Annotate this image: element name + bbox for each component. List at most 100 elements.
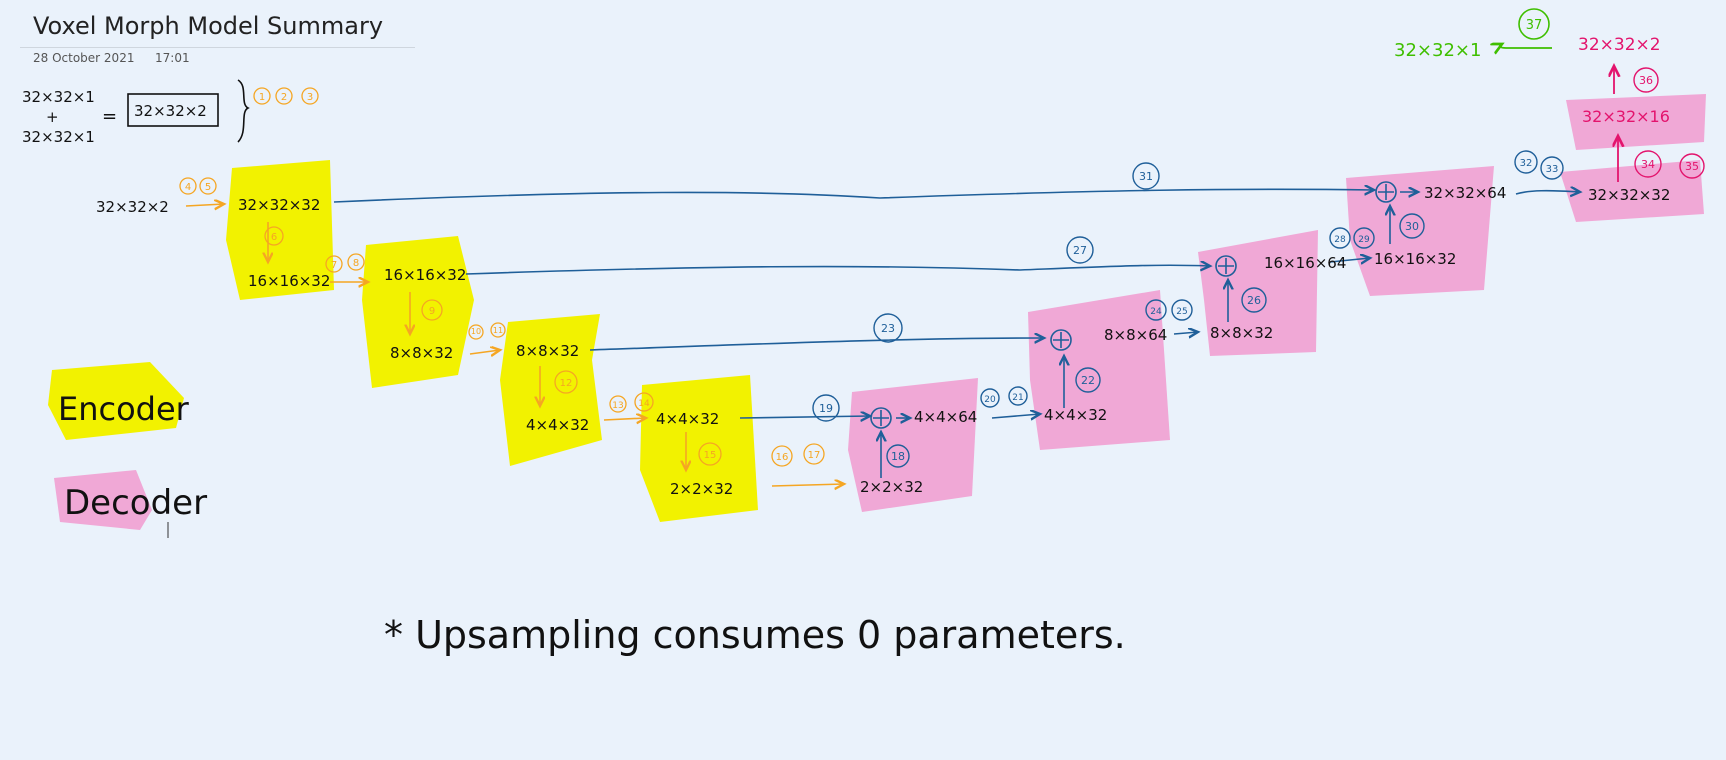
enc-4-bottom: 2×2×32 bbox=[670, 480, 733, 498]
dec-1-in: 2×2×32 bbox=[860, 478, 923, 496]
svg-text:30: 30 bbox=[1405, 220, 1419, 233]
decoder-step-circles bbox=[812, 150, 1564, 468]
encoder-block-3 bbox=[500, 314, 602, 466]
svg-text:21: 21 bbox=[1012, 393, 1023, 403]
svg-text:6: 6 bbox=[271, 232, 277, 243]
enc-1-bottom: 16×16×32 bbox=[248, 272, 330, 290]
encoder-step-circles bbox=[179, 87, 825, 467]
svg-text:18: 18 bbox=[891, 450, 905, 463]
eq-result: 32×32×2 bbox=[134, 102, 207, 120]
flow-label: 32×32×1 bbox=[1394, 40, 1481, 61]
svg-text:8: 8 bbox=[353, 258, 359, 269]
eq-b: 32×32×1 bbox=[22, 128, 95, 146]
dec-1-concat: 4×4×64 bbox=[914, 408, 977, 426]
svg-text:4: 4 bbox=[185, 182, 191, 193]
encoder-arrows bbox=[185, 204, 844, 486]
decoder-head-bottom bbox=[1560, 160, 1704, 222]
page-date: 28 October 2021 bbox=[33, 51, 135, 65]
svg-text:1: 1 bbox=[259, 92, 265, 103]
svg-text:13: 13 bbox=[612, 401, 623, 411]
svg-text:17: 17 bbox=[808, 450, 821, 461]
svg-text:25: 25 bbox=[1176, 307, 1187, 317]
svg-text:12: 12 bbox=[560, 378, 573, 389]
svg-text:14: 14 bbox=[638, 399, 650, 409]
flow-labels: 37 32×32×1 bbox=[1394, 18, 1542, 61]
decoder-block-3 bbox=[1198, 230, 1318, 356]
equation-brace bbox=[237, 79, 250, 143]
skip-line-31 bbox=[333, 189, 1374, 203]
decoder-block-4 bbox=[1346, 166, 1494, 296]
legend: Encoder Decoder bbox=[58, 390, 207, 523]
svg-text:19: 19 bbox=[819, 402, 833, 415]
decoder-highlights bbox=[54, 94, 1706, 530]
svg-text:7: 7 bbox=[331, 260, 337, 271]
svg-text:9: 9 bbox=[429, 306, 435, 317]
enc-2-bottom: 8×8×32 bbox=[390, 344, 453, 362]
dec-2-out: 8×8×32 bbox=[1210, 324, 1273, 342]
encoder-step-numbers: 1 2 3 4 5 6 7 8 9 10 11 12 13 14 15 16 1… bbox=[185, 92, 821, 463]
head-step-circles bbox=[1633, 67, 1705, 179]
skip-line-27 bbox=[465, 265, 1210, 275]
decoder-arrows bbox=[881, 191, 1580, 478]
svg-text:11: 11 bbox=[493, 326, 503, 335]
legend-encoder-label: Encoder bbox=[58, 390, 190, 428]
dec-2-concat: 8×8×64 bbox=[1104, 326, 1167, 344]
skip-line-23 bbox=[589, 338, 1044, 351]
svg-text:34: 34 bbox=[1641, 158, 1655, 171]
head-labels: 32×32×16 32×32×2 36 34 35 bbox=[1578, 35, 1699, 173]
title-divider bbox=[20, 47, 415, 48]
upsampling-note: * Upsampling consumes 0 parameters. bbox=[384, 613, 1126, 657]
encoder-labels: 32×32×2 32×32×32 16×16×32 16×16×32 8×8×3… bbox=[96, 196, 733, 498]
svg-text:36: 36 bbox=[1639, 74, 1653, 87]
legend-decoder-label: Decoder bbox=[64, 483, 207, 523]
skip-connections bbox=[333, 189, 1374, 418]
page-time: 17:01 bbox=[155, 51, 190, 65]
svg-text:22: 22 bbox=[1081, 374, 1095, 387]
dec-4-concat: 32×32×64 bbox=[1424, 184, 1506, 202]
flow-step-circle bbox=[1518, 8, 1550, 40]
svg-text:20: 20 bbox=[984, 395, 996, 405]
page-title[interactable]: Voxel Morph Model Summary bbox=[33, 12, 384, 40]
enc-3-bottom: 4×4×32 bbox=[526, 416, 589, 434]
svg-text:32: 32 bbox=[1520, 158, 1533, 169]
svg-text:16: 16 bbox=[776, 452, 789, 463]
skip-line-19 bbox=[739, 416, 870, 418]
enc-2-top: 16×16×32 bbox=[384, 266, 466, 284]
dec-1-out: 4×4×32 bbox=[1044, 406, 1107, 424]
eq-a: 32×32×1 bbox=[22, 88, 95, 106]
legend-encoder-swatch bbox=[48, 362, 184, 440]
enc-1-top: 32×32×32 bbox=[238, 196, 320, 214]
encoder-highlights bbox=[48, 160, 758, 522]
equation-result-box bbox=[127, 93, 219, 127]
decoder-block-2 bbox=[1028, 290, 1170, 450]
svg-text:28: 28 bbox=[1334, 235, 1346, 245]
head-mid: 32×32×16 bbox=[1582, 107, 1670, 126]
encoder-input: 32×32×2 bbox=[96, 198, 169, 216]
svg-text:27: 27 bbox=[1073, 244, 1087, 257]
svg-text:29: 29 bbox=[1358, 235, 1370, 245]
svg-text:15: 15 bbox=[704, 450, 717, 461]
svg-text:31: 31 bbox=[1139, 170, 1153, 183]
svg-text:24: 24 bbox=[1150, 307, 1162, 317]
svg-text:35: 35 bbox=[1685, 160, 1699, 173]
head-arrows bbox=[1614, 66, 1618, 182]
svg-text:26: 26 bbox=[1247, 294, 1261, 307]
encoder-block-4 bbox=[640, 375, 758, 522]
svg-text:5: 5 bbox=[205, 182, 211, 193]
svg-text:23: 23 bbox=[881, 322, 895, 335]
decoder-labels: 2×2×32 4×4×64 4×4×32 8×8×64 8×8×32 16×16… bbox=[860, 184, 1670, 496]
encoder-block-2 bbox=[362, 236, 474, 388]
svg-text:33: 33 bbox=[1546, 164, 1559, 175]
svg-text:2: 2 bbox=[281, 92, 287, 103]
decoder-step-numbers: 19 18 20 21 22 23 24 25 26 27 28 29 30 3… bbox=[819, 158, 1558, 463]
dec-3-out: 16×16×32 bbox=[1374, 250, 1456, 268]
head-final: 32×32×2 bbox=[1578, 35, 1661, 55]
eq-plus: + bbox=[46, 108, 59, 126]
svg-text:37: 37 bbox=[1526, 18, 1543, 33]
concat-nodes bbox=[870, 181, 1397, 429]
flow-arrow bbox=[1500, 44, 1552, 48]
equation-text: 32×32×1 + 32×32×1 = 32×32×2 bbox=[22, 88, 207, 146]
legend-decoder-swatch bbox=[54, 470, 152, 530]
enc-3-top: 8×8×32 bbox=[516, 342, 579, 360]
